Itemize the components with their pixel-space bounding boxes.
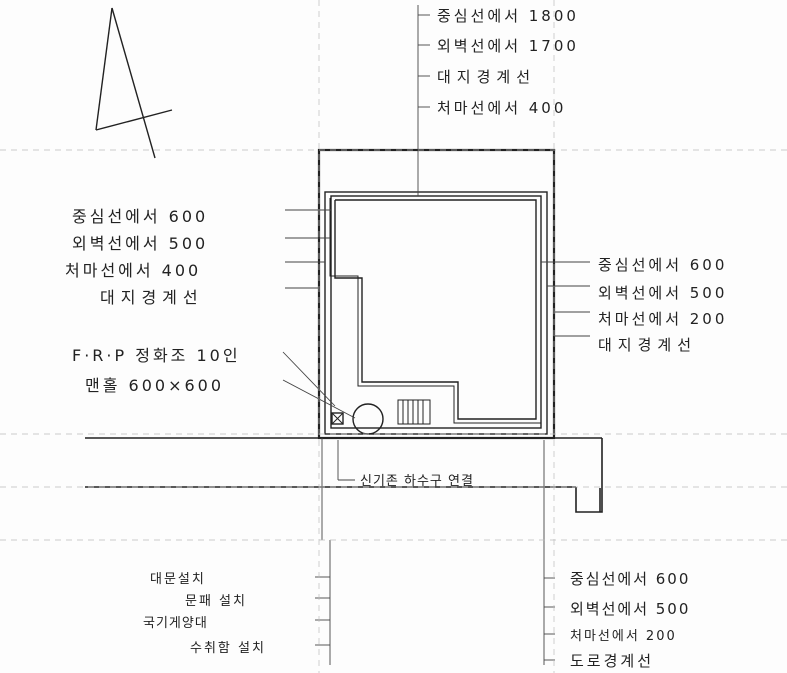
left-label-eave-400: 처마선에서 400	[65, 261, 202, 280]
manhole-label: 맨홀 600×600	[85, 376, 225, 395]
bottom-right-eave-200: 처마선에서 200	[570, 629, 677, 644]
building-outline-inner	[329, 198, 541, 424]
mailbox-install-label: 수취함 설치	[190, 641, 266, 656]
top-label-wall-1700: 외벽선에서 1700	[437, 37, 579, 55]
nameplate-install-label: 문패 설치	[185, 594, 247, 609]
outer-wall-line	[330, 195, 542, 429]
flagpole-label: 국기게양대	[143, 616, 208, 631]
manhole-box-icon	[331, 412, 344, 425]
right-label-wall-500: 외벽선에서 500	[598, 284, 728, 302]
left-label-lot-boundary: 대지경계선	[100, 288, 204, 307]
building-outline	[334, 199, 537, 420]
top-label-center-1800: 중심선에서 1800	[437, 7, 579, 25]
right-label-center-600: 중심선에서 600	[598, 256, 728, 274]
north-arrow-icon	[95, 7, 173, 159]
top-label-lot-boundary: 대지경계선	[437, 68, 537, 86]
stairs	[397, 399, 431, 425]
gate-install-label: 대문설치	[150, 572, 206, 587]
septic-tank-icon	[352, 403, 384, 435]
left-label-wall-500: 외벽선에서 500	[72, 234, 209, 253]
sewer-connection-label: 신기존 하수구 연결	[360, 474, 474, 489]
right-label-eave-200: 처마선에서 200	[598, 310, 728, 328]
top-label-eave-400: 처마선에서 400	[437, 99, 567, 117]
bottom-right-center-600: 중심선에서 600	[570, 570, 691, 588]
lot-boundary	[317, 148, 556, 440]
eave-line	[324, 191, 548, 435]
septic-tank-label: F·R·P 정화조 10인	[72, 346, 241, 365]
bottom-right-wall-500: 외벽선에서 500	[570, 600, 691, 618]
right-label-lot-boundary: 대지경계선	[598, 336, 698, 354]
road	[85, 437, 603, 513]
road-boundary-label: 도로경계선	[570, 652, 655, 670]
left-label-center-600: 중심선에서 600	[72, 207, 209, 226]
